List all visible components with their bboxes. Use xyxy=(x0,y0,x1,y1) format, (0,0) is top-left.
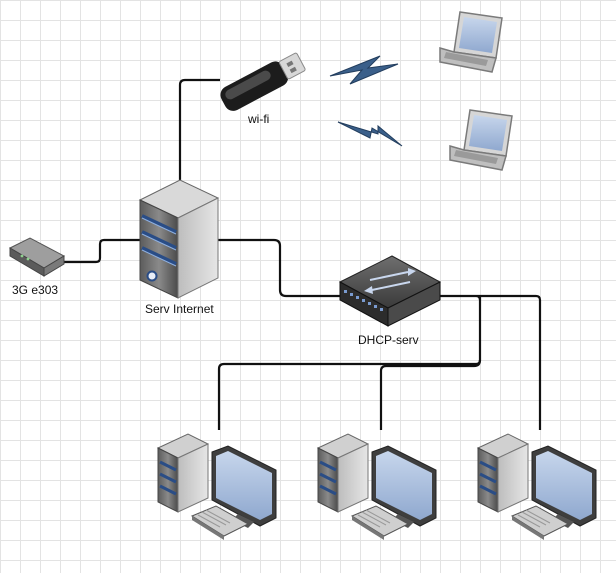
switch-icon xyxy=(338,255,442,327)
workstation-icon xyxy=(316,433,437,540)
laptop-icon xyxy=(439,11,503,73)
server-icon xyxy=(138,179,220,299)
wifi-label: wi-fi xyxy=(248,112,270,126)
workstation-icon xyxy=(476,433,597,540)
link-switch-pc3 xyxy=(379,359,482,430)
link-switch-pc1 xyxy=(217,296,482,430)
switch-label: DHCP-serv xyxy=(358,333,419,347)
wifi-dongle-icon xyxy=(220,52,306,111)
laptop-icon xyxy=(449,109,513,171)
wireless-signal-icon xyxy=(329,55,403,147)
link-switch-pc2 xyxy=(440,294,542,430)
modem-label: 3G e303 xyxy=(12,283,59,297)
connections xyxy=(62,78,542,430)
link-server-switch xyxy=(218,238,340,298)
modem-icon xyxy=(8,237,66,277)
link-modem-server xyxy=(62,238,140,264)
workstation-icon xyxy=(156,433,277,540)
server-label: Serv Internet xyxy=(145,302,214,316)
link-server-wifi xyxy=(178,78,220,180)
